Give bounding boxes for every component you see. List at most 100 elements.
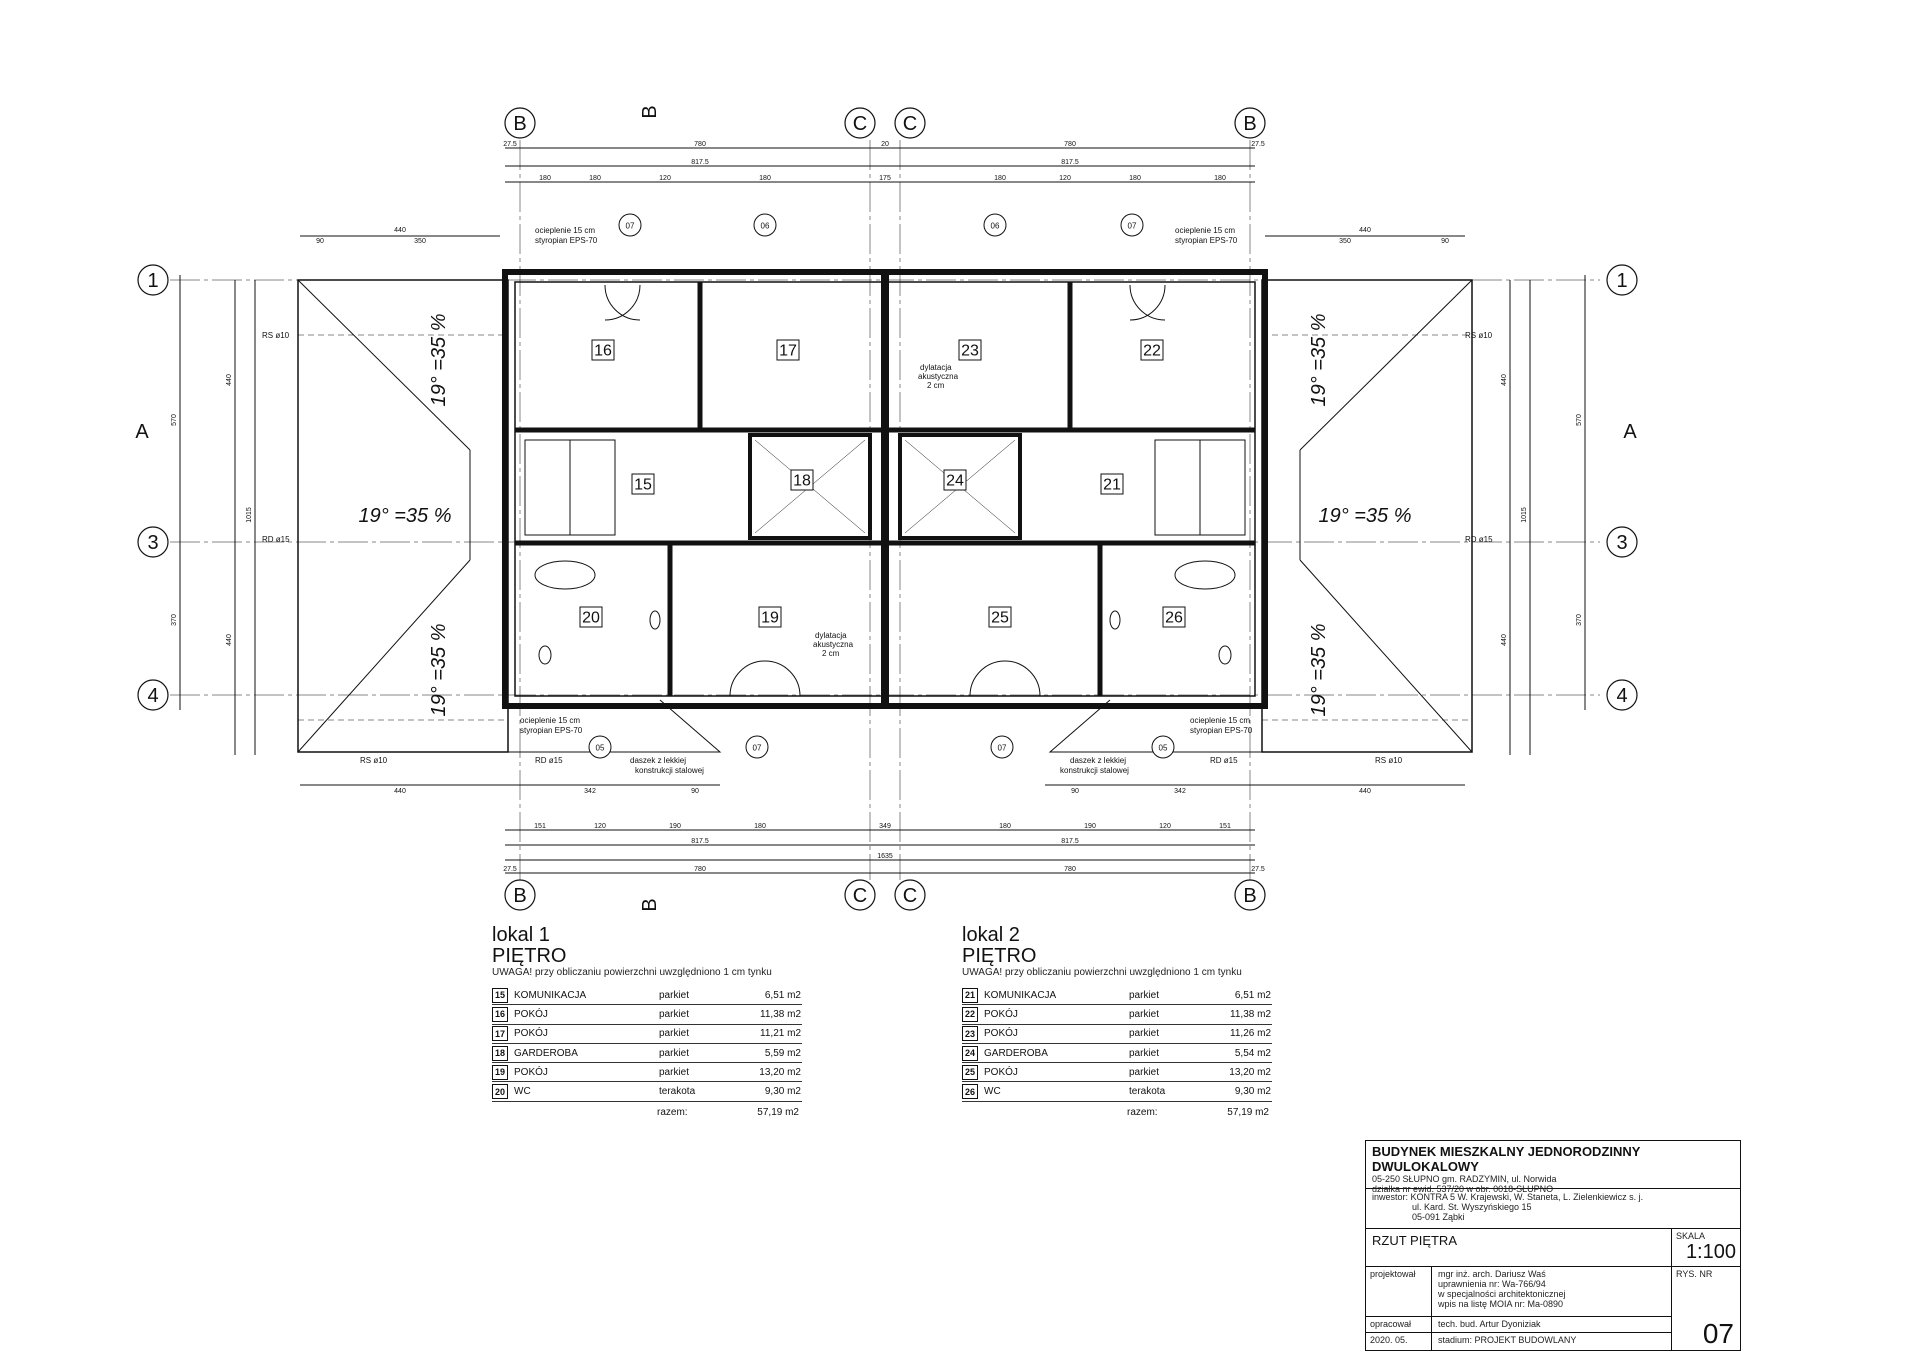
sheet-number-cell: RYS. NR 07 — [1672, 1267, 1740, 1350]
axis-bubble-c-top-left — [844, 107, 876, 139]
roof-slope-right-top: 19° =35 % — [1308, 313, 1330, 406]
door-tag-05-bottom-left — [588, 735, 612, 759]
axis-bubble-1-left — [137, 264, 169, 296]
top-dim-1-e: 27.5 — [1251, 141, 1265, 148]
room-material-cell: parkiet — [659, 1028, 690, 1040]
left-canopy — [500, 699, 722, 753]
top-dim-1-d: 780 — [1064, 141, 1076, 148]
axis-label-c-top-left: C — [853, 113, 867, 135]
section-mark-b-bottom: B — [639, 898, 661, 911]
schedule-title-lokal-1: lokal 1 — [492, 924, 550, 946]
bottom-dim-1-c: 190 — [669, 823, 681, 830]
left-vdim-440-top: 440 — [226, 374, 233, 386]
room-name-cell: POKÓJ — [514, 1066, 548, 1078]
room-number-cell: 24 — [962, 1045, 978, 1061]
room-number-cell: 20 — [492, 1084, 508, 1100]
project-address-1: 05-250 SŁUPNO gm. RADZYMIN, ul. Norwida — [1372, 1174, 1557, 1184]
right-roof-dim-350: 350 — [1339, 238, 1351, 245]
door-tag-text-3: 06 — [991, 222, 1000, 231]
designed-label-cell: projektował — [1366, 1267, 1432, 1317]
door-tag-06-top-left — [753, 213, 777, 237]
total-value: 57,19 m2 — [757, 1107, 799, 1119]
room-material-cell: parkiet — [659, 1066, 690, 1078]
room-area-cell: 5,59 m2 — [764, 1047, 801, 1059]
axis-label-1-right: 1 — [1616, 270, 1627, 292]
top-dim-3-d: 180 — [759, 175, 771, 182]
room-number-cell: 25 — [962, 1064, 978, 1080]
axis-bubble-c-top-right — [894, 107, 926, 139]
date: 2020. 05. — [1370, 1335, 1408, 1345]
bottom-dim-1-h: 120 — [1159, 823, 1171, 830]
room-label-18: 18 — [793, 473, 811, 490]
axis-bubble-3-right — [1606, 526, 1638, 558]
room-material-cell: terakota — [659, 1086, 696, 1098]
axis-bubble-1-right — [1606, 264, 1638, 296]
right-roof-dim-90: 90 — [1441, 238, 1449, 245]
drawn-by-cell: tech. bud. Artur Dyoniziak — [1432, 1317, 1672, 1333]
door-swing-19 — [729, 660, 766, 697]
note-dilatation-top-1: dylatacja — [920, 363, 952, 372]
door-tag-07-top-left — [618, 213, 642, 237]
title-block-project: BUDYNEK MIESZKALNY JEDNORODZINNY DWULOKA… — [1366, 1141, 1740, 1194]
note-insulation-tr-1: ocieplenie 15 cm — [1175, 226, 1235, 235]
roof-slope-left-top: 19° =35 % — [428, 313, 450, 406]
room-number-cell: 23 — [962, 1026, 978, 1042]
left-vdim-570: 570 — [171, 414, 178, 426]
room-label-24: 24 — [946, 473, 964, 490]
room-label-22: 22 — [1143, 343, 1161, 360]
room-material-cell: parkiet — [659, 989, 690, 1001]
room-name-cell: KOMUNIKACJA — [984, 989, 1057, 1001]
bottom-dim-4-b: 780 — [694, 866, 706, 873]
room-material-cell: parkiet — [1129, 1028, 1160, 1040]
right-vdim-370: 370 — [1576, 614, 1583, 626]
schedule-note-lokal-2: UWAGA! przy obliczaniu powierzchni uwzgl… — [962, 967, 1242, 978]
schedule-total-lokal-2: razem:57,19 m2 — [962, 1102, 1272, 1124]
axis-label-1-left: 1 — [147, 270, 158, 292]
note-dilatation-top-2: akustyczna — [918, 372, 959, 381]
room-box-24 — [943, 469, 967, 491]
total-label: razem: — [657, 1107, 688, 1119]
room-name-cell: POKÓJ — [514, 1008, 548, 1020]
room-number-cell: 17 — [492, 1026, 508, 1042]
designed-label: projektował — [1370, 1269, 1416, 1279]
room-box-23 — [958, 339, 982, 361]
bottom-dim-1-b: 120 — [594, 823, 606, 830]
left-bottom-dim-90: 90 — [691, 788, 699, 795]
axis-label-c-bottom-right: C — [903, 885, 917, 907]
section-mark-a-right: A — [1623, 421, 1637, 443]
top-dim-2-b: 817.5 — [1061, 159, 1079, 166]
axis-bubble-c-bottom-left — [844, 879, 876, 911]
room-name-cell: KOMUNIKACJA — [514, 989, 587, 1001]
axis-label-3-right: 3 — [1616, 532, 1627, 554]
toilet-left — [538, 645, 552, 665]
bottom-dim-1-e: 349 — [879, 823, 891, 830]
door-tag-text-4: 07 — [1128, 222, 1137, 231]
room-number-cell: 26 — [962, 1084, 978, 1100]
note-insulation-tl-2: styropian EPS-70 — [535, 236, 598, 245]
note-rs10-right-bottom: RS ø10 — [1375, 756, 1403, 765]
room-label-23: 23 — [961, 343, 979, 360]
note-insulation-br-2: styropian EPS-70 — [1190, 726, 1253, 735]
left-vdim-370: 370 — [171, 614, 178, 626]
note-rs10-left-top: RS ø10 — [262, 331, 290, 340]
date-cell: 2020. 05. — [1366, 1333, 1432, 1350]
room-number-cell: 22 — [962, 1006, 978, 1022]
scale-cell: SKALA 1:100 — [1672, 1229, 1740, 1267]
room-number-cell: 19 — [492, 1064, 508, 1080]
door-tag-text-6: 07 — [753, 744, 762, 753]
bottom-dim-4-c: 780 — [1064, 866, 1076, 873]
room-material-cell: parkiet — [659, 1047, 690, 1059]
note-dilatation-bottom-3: 2 cm — [822, 649, 840, 658]
room-material-cell: terakota — [1129, 1086, 1166, 1098]
axis-bubble-b-bottom-right — [1234, 879, 1266, 911]
axis-label-4-right: 4 — [1616, 685, 1627, 707]
right-bottom-dim-342: 342 — [1174, 788, 1186, 795]
area-schedule-lokal-1: lokal 1 PIĘTRO UWAGA! przy obliczaniu po… — [492, 925, 802, 1124]
left-roof-hip-top — [297, 279, 471, 451]
axis-bubble-4-left — [137, 679, 169, 711]
room-label-20: 20 — [582, 610, 600, 627]
